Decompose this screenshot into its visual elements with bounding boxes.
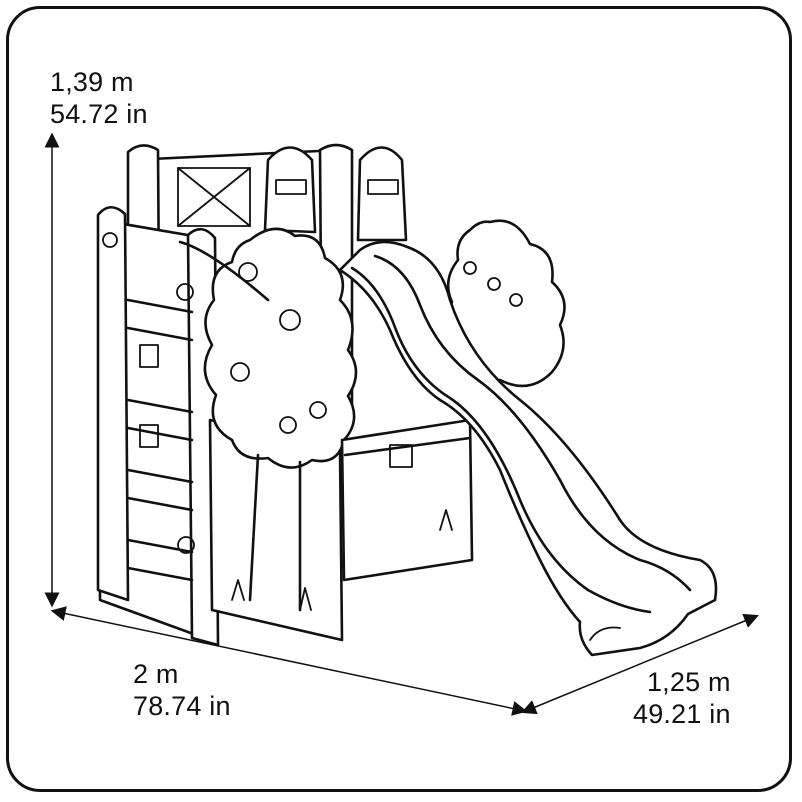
handle-rail [178,240,270,302]
depth-imperial: 49.21 in [633,699,731,729]
height-metric: 1,39 m [50,67,134,97]
depth-dimension-line [521,613,759,715]
ladder-panel [96,205,220,647]
side-base [340,418,474,582]
rounded-border-frame [6,6,792,792]
width-metric: 2 m [133,659,179,689]
width-dimension-line [50,606,528,716]
width-imperial: 78.74 in [133,691,231,721]
depth-metric: 1,25 m [646,667,731,697]
height-imperial: 54.72 in [50,99,148,129]
depth-dimension-label: 1,25 m 49.21 in [633,666,731,730]
slide-handles [263,146,408,242]
tree-panel [203,227,358,642]
right-tree-panel [446,219,566,388]
wavy-slide [338,240,718,657]
width-dimension-label: 2 m 78.74 in [133,658,231,722]
height-dimension-label: 1,39 m 54.72 in [50,66,148,130]
